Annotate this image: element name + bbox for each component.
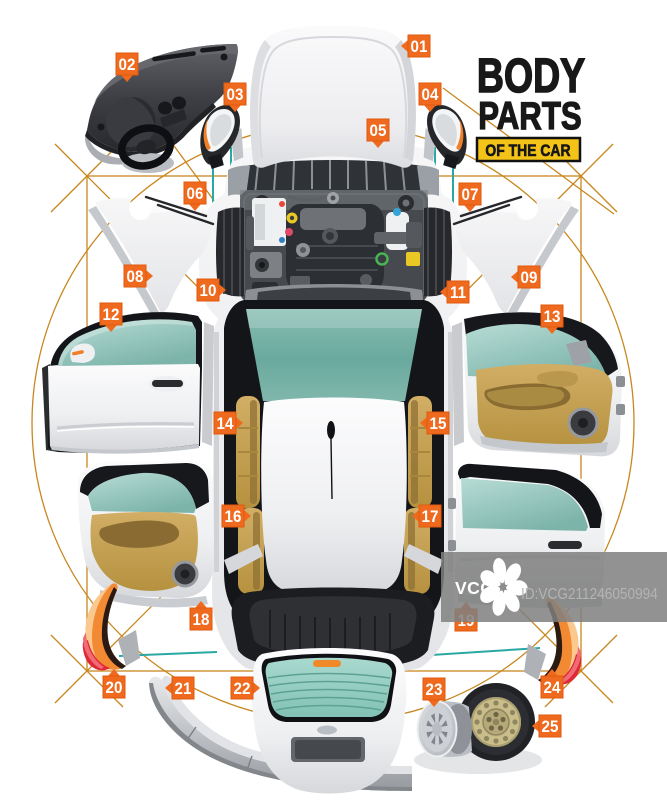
svg-text:06: 06 bbox=[187, 186, 204, 204]
svg-text:05: 05 bbox=[370, 123, 387, 141]
svg-text:02: 02 bbox=[119, 57, 136, 75]
svg-text:21: 21 bbox=[175, 681, 192, 699]
svg-text:12: 12 bbox=[103, 307, 120, 325]
svg-text:16: 16 bbox=[225, 509, 242, 527]
svg-text:23: 23 bbox=[426, 682, 443, 700]
svg-text:15: 15 bbox=[430, 416, 447, 434]
svg-text:OF THE CAR: OF THE CAR bbox=[485, 142, 570, 161]
svg-text:04: 04 bbox=[422, 87, 439, 105]
svg-text:01: 01 bbox=[411, 39, 428, 57]
svg-text:22: 22 bbox=[234, 681, 251, 699]
svg-text:11: 11 bbox=[450, 285, 466, 303]
svg-text:07: 07 bbox=[462, 187, 479, 205]
svg-text:BODY: BODY bbox=[477, 50, 585, 104]
svg-text:20: 20 bbox=[106, 680, 123, 698]
svg-text:18: 18 bbox=[193, 612, 210, 630]
svg-text:13: 13 bbox=[544, 309, 561, 327]
svg-text:09: 09 bbox=[521, 270, 538, 288]
svg-text:25: 25 bbox=[542, 719, 559, 737]
svg-text:08: 08 bbox=[127, 269, 144, 287]
svg-text:10: 10 bbox=[200, 283, 217, 301]
svg-text:PARTS: PARTS bbox=[478, 95, 581, 138]
svg-text:03: 03 bbox=[227, 87, 244, 105]
svg-text:24: 24 bbox=[544, 680, 561, 698]
svg-text:14: 14 bbox=[217, 416, 234, 434]
svg-text:17: 17 bbox=[422, 509, 439, 527]
svg-text:ID:VCG211246050994: ID:VCG211246050994 bbox=[521, 586, 658, 603]
